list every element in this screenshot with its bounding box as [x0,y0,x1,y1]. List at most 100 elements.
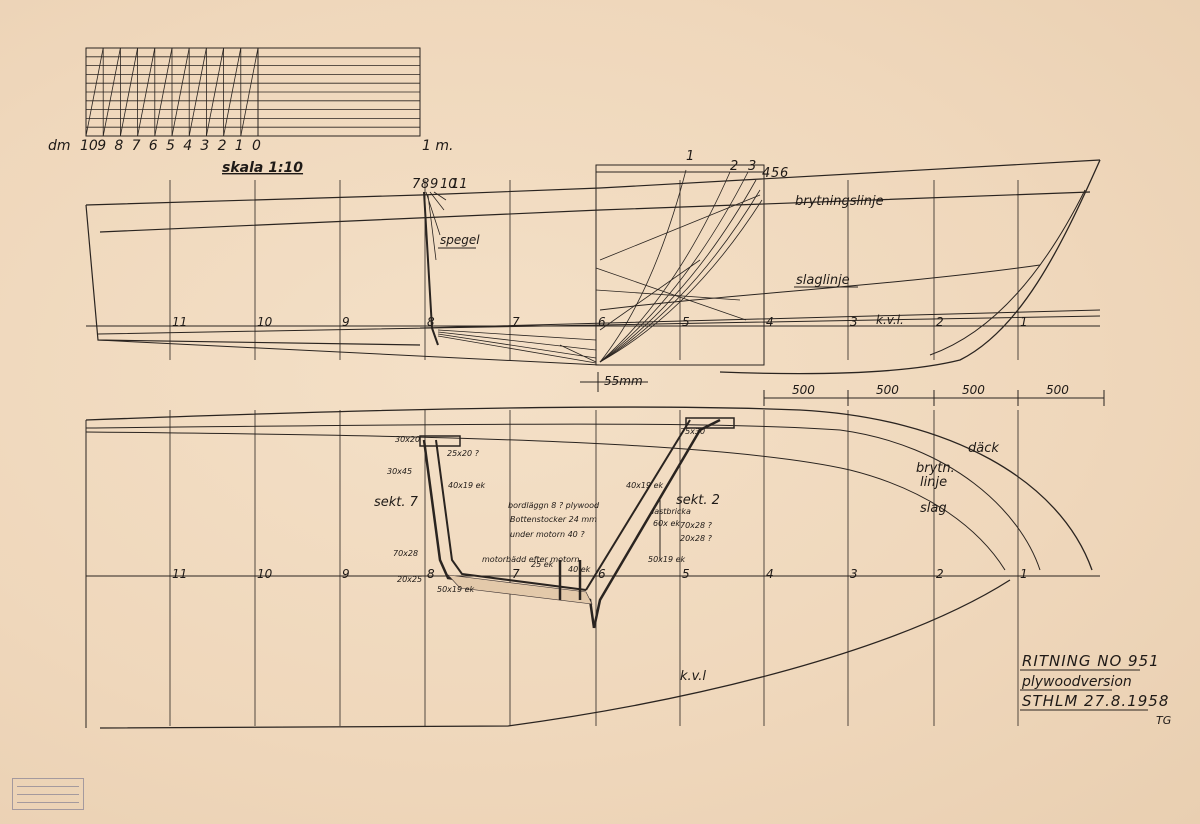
dimension-value: 500 [1046,383,1069,397]
scale-tick-label: 3 [200,138,209,154]
section-annotation: 60x ek [653,519,680,528]
body-plan-section [599,179,757,363]
profile-station-label: 3 [850,315,858,329]
scale-diagonal [206,47,224,137]
body-plan-section [599,171,731,363]
body-plan-section [599,189,761,363]
midship-section [419,417,735,629]
plan-station-label: 2 [936,567,944,581]
title-drawing-number: RITNING NO 951 [1022,652,1160,670]
scale-tick-label: 10 [80,138,98,154]
section-annotation: 25 ek [531,560,554,569]
title-version: plywoodversion [1021,674,1132,690]
scale-tick-label: 6 [149,138,158,154]
section-annotation: Bottenstocker 24 mm [510,515,597,524]
title-place-date: STHLM 27.8.1958 [1022,692,1169,710]
profile-station-label: 1 [1020,315,1028,329]
body-plan-section [599,169,687,363]
title-block: RITNING NO 951 plywoodversion STHLM 27.8… [1020,652,1171,727]
section-annotation: 75x30 [680,427,705,436]
section-annotation: 70x28 ? [680,521,713,530]
scale-diagonal [154,47,173,137]
scale-diagonal [223,47,242,137]
scale-tick-label: 4 [183,138,192,154]
profile-station-label: 9 [342,315,350,329]
label-brytn-2: linje [920,475,947,490]
section-annotation: bordläggn 8 ? plywood [508,501,600,510]
scale-tick-label: 0 [252,138,261,154]
archive-stamp [12,778,84,810]
section-number: 8 [421,177,429,192]
section-number: 1 [686,149,694,164]
plan-station-label: 4 [766,567,774,581]
section-number: 5 [771,166,779,181]
body-plan-section [599,171,749,363]
scale-tick-label: 8 [114,138,123,154]
scale-diagonal [85,47,104,137]
profile-station-label: 6 [598,315,606,329]
scale-caption: skala 1:10 [222,160,303,176]
section-number: 3 [748,159,756,174]
scale-diagonal [240,47,259,137]
scale-diagonal [188,47,207,137]
plan-station-label: 7 [512,567,520,581]
title-initials: TG [1156,714,1171,727]
section-annotation: 25x20 ? [447,449,480,458]
dimension-value: 500 [962,383,985,397]
scale-diagonal [171,47,190,137]
plan-station-label: 5 [682,567,690,581]
plan-station-label: 6 [598,567,606,581]
scale-tick-label: 2 [218,138,227,154]
body-plan-waterline [599,259,701,331]
body-plan-waterline [595,289,741,301]
section-annotation: 50x19 ek [437,585,475,594]
section-annotation: 40x19 ek [448,481,486,490]
plan-station-label: 10 [257,567,273,581]
section-annotation: 30x45 [387,467,412,476]
section-annotation: 20x25 [397,575,422,584]
label-spegel: spegel [440,233,480,247]
plan-station-label: 8 [427,567,435,581]
section-number: 4 [762,166,770,181]
body-plan-waterline [595,267,747,321]
dimension-value: 500 [876,383,899,397]
profile-station-label: 5 [682,315,690,329]
scale-tick-label: 1 [235,138,244,154]
scale-tick-label: 7 [132,138,141,154]
section-number: 2 [730,159,738,174]
section-number: 7 [412,177,421,192]
plan-station-label: 9 [342,567,350,581]
label-sekt7: sekt. 7 [374,495,419,510]
dimension-value: 500 [792,383,815,397]
section-annotation: 40x19 ek [626,481,664,490]
label-brytn-1: brytn. [916,461,955,476]
body-plan-waterline [599,194,761,261]
section-number: 6 [780,166,788,181]
label-kvl-plan: k.v.l [680,669,706,684]
scale-diagonal [102,47,121,137]
profile-station-label: 11 [172,315,187,329]
section-number: 9 [430,177,438,192]
section-number: 11 [451,177,468,192]
section-annotation: 30x20 [395,435,420,444]
label-sekt2: sekt. 2 [676,493,720,508]
label-kvl-side: k.v.l. [876,313,904,327]
label-dack: däck [968,441,999,456]
scale-unit-dm: dm [48,138,71,154]
profile-station-label: 4 [766,315,774,329]
section-annotation: 40 ek [568,565,591,574]
scale-unit-m: 1 m. [422,138,453,154]
plan-station-label: 3 [850,567,858,581]
plan-station-label: 1 [1020,567,1028,581]
scale-diagonal [120,47,138,137]
label-brytningslinje: brytningslinje [795,194,884,209]
section-annotation: 70x28 [393,549,418,558]
profile-station-label: 10 [257,315,273,329]
label-55mm: 55mm [604,374,643,388]
section-number: 10 [440,177,457,192]
profile-station-label: 2 [936,315,944,329]
